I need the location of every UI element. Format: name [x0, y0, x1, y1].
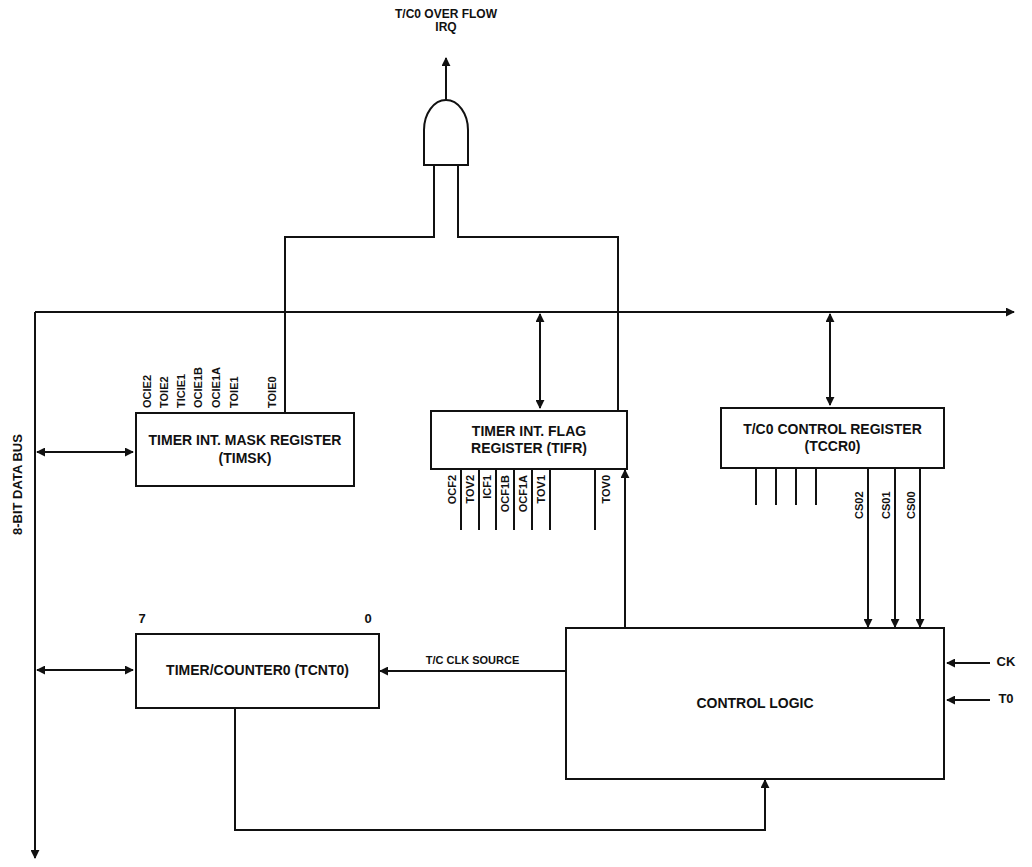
signal-name: CS00	[905, 489, 917, 521]
bit-tick	[513, 470, 515, 530]
bus-link	[37, 669, 133, 671]
bit-tick	[775, 469, 777, 505]
bit-tick	[755, 469, 757, 505]
signal-connector	[919, 469, 921, 627]
register-name: T/C0 CONTROL REGISTER (TCCR0)	[732, 421, 933, 456]
bit-name: OCIE2	[141, 375, 153, 408]
bit-name: TOIE2	[158, 376, 170, 408]
control-register: T/C0 CONTROL REGISTER (TCCR0)	[720, 407, 945, 469]
bit-tick	[815, 469, 817, 505]
register-name: TIMER INT. FLAG REGISTER (TIFR)	[442, 423, 616, 458]
signal-name: T/C CLK SOURCE	[424, 654, 522, 666]
bit-tick	[549, 470, 551, 530]
bus-label: 8-BIT DATA BUS	[11, 434, 25, 535]
bus-link	[539, 314, 541, 408]
bit-name: OCF1B	[499, 475, 511, 512]
data-bus	[35, 311, 1014, 313]
bit-name: OCIE1B	[192, 367, 204, 408]
register-name: CONTROL LOGIC	[696, 695, 813, 713]
signal-name: CS02	[853, 489, 865, 521]
bit-name: TOIE0	[266, 376, 278, 408]
bus-link	[37, 451, 133, 453]
bus-link	[829, 314, 831, 405]
data-bus	[34, 312, 36, 858]
signal-name: CS01	[880, 489, 892, 521]
bit-number: 7	[138, 612, 145, 626]
bit-tick	[795, 469, 797, 505]
signal-connector	[867, 469, 869, 627]
irq-label: T/C0 OVER FLOW IRQ	[391, 8, 501, 34]
signal-connector	[380, 670, 565, 672]
input-pin-name: T0	[998, 692, 1013, 706]
bit-tick	[594, 470, 596, 530]
bit-tick	[531, 470, 533, 530]
bit-name: TOV1	[535, 475, 547, 504]
input-wire	[947, 699, 990, 701]
gate-wire	[285, 165, 434, 412]
irq-wire	[445, 58, 447, 100]
bit-name: TOIE1	[228, 376, 240, 408]
mask-register: TIMER INT. MASK REGISTER (TIMSK)	[135, 412, 355, 487]
bit-tick	[460, 470, 462, 530]
bit-name: OCIE1A	[210, 367, 222, 408]
bit-name: ICF1	[481, 475, 493, 499]
bit-name: TOV2	[464, 475, 476, 504]
signal-connector	[624, 470, 626, 627]
and-gate	[424, 100, 468, 165]
signal-connector	[894, 469, 896, 627]
register-name: TIMER/COUNTER0 (TCNT0)	[166, 662, 349, 680]
register-name: TIMER INT. MASK REGISTER (TIMSK)	[147, 432, 343, 467]
bit-name: TOV0	[600, 475, 612, 504]
input-pin-name: CK	[997, 655, 1016, 669]
bit-tick	[495, 470, 497, 530]
control-logic: CONTROL LOGIC	[565, 627, 945, 780]
gate-wire	[458, 165, 618, 410]
bit-number: 0	[364, 612, 371, 626]
bit-name: OCF1A	[517, 475, 529, 512]
bit-name: OCF2	[446, 475, 458, 504]
bit-name: TICIE1	[175, 374, 187, 408]
flag-register: TIMER INT. FLAG REGISTER (TIFR)	[430, 410, 628, 470]
bit-tick	[478, 470, 480, 530]
counter-register: TIMER/COUNTER0 (TCNT0)	[135, 633, 380, 709]
input-wire	[947, 662, 990, 664]
